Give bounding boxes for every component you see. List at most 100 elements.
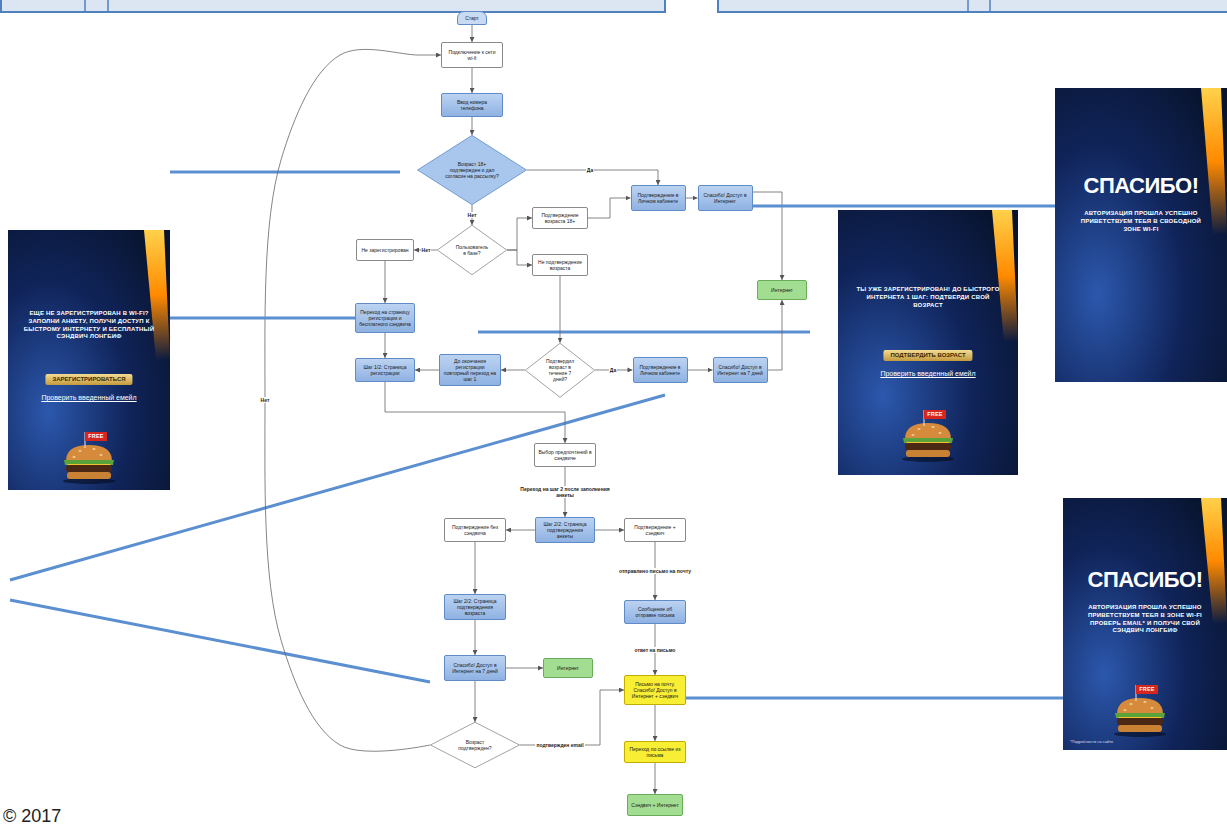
box-text: Шаг 2/2: Страница подтверждения анкеты xyxy=(539,521,591,539)
footnote: *Подробности на сайте xyxy=(1070,740,1220,745)
burger-illustration xyxy=(63,432,115,484)
flow-arrow xyxy=(472,117,473,135)
screen-button: ПОДТВЕРДИТЬ ВОЗРАСТ xyxy=(883,350,972,361)
process-box: Сообщение об отправке письма xyxy=(624,600,686,624)
flow-arrow xyxy=(385,382,565,443)
decision-diamond: Пользователь в базе? xyxy=(437,225,507,275)
box-text: Выбор предпочтений в сэндвиче xyxy=(538,449,592,461)
process-box: Письмо на почту. Спасибо! Доступ в Интер… xyxy=(624,675,686,705)
screen-stripe xyxy=(1201,88,1227,235)
decision-text: Подтвердил возраст в течение 7 дней? xyxy=(542,358,578,382)
header-divider xyxy=(989,0,991,12)
box-text: Не подтверждение возраста xyxy=(536,259,584,271)
leader-line xyxy=(10,395,665,580)
diamond-outline xyxy=(430,722,519,768)
flow-arrow xyxy=(265,49,441,751)
process-box: Спасибо! Доступ в Интернет на 7 дней xyxy=(713,357,768,383)
flow-arrow xyxy=(595,530,624,531)
edge-label: Да xyxy=(586,167,594,173)
screen-heading: СПАСИБО! xyxy=(1061,174,1221,198)
leader-line xyxy=(170,171,400,174)
leader-line xyxy=(170,317,355,320)
decision-diamond: Возраст подтвержден? xyxy=(430,722,520,768)
process-box: Подтверждение в Личном кабинете xyxy=(633,357,688,383)
edge-label: Нет xyxy=(260,397,271,403)
box-text: Спасибо! Доступ в Интернет на 7 дней xyxy=(448,662,502,674)
flag-text: FREE xyxy=(85,432,107,441)
decision-diamond: Возраст 18+ подтвержден и дал согласие н… xyxy=(417,135,527,205)
flow-arrow xyxy=(415,370,439,371)
process-box: Ввод номера телефона xyxy=(441,93,503,117)
screen-link: Проверить введенный емейл xyxy=(14,394,164,402)
process-box: До окончания регистрации повторный перех… xyxy=(439,354,501,386)
box-text: Спасибо! Доступ в Интернет на 7 дней xyxy=(717,364,764,376)
edge-label: подтвержден email xyxy=(535,742,584,748)
screen-stripe xyxy=(144,230,170,360)
box-text: Спасибо! Доступ в Интернет xyxy=(702,192,749,204)
flow-arrow xyxy=(655,763,656,794)
flow-arrow xyxy=(506,530,535,531)
flow-arrow xyxy=(520,690,624,745)
header-bar xyxy=(718,0,1227,12)
screen-mockup: ЕЩЕ НЕ ЗАРЕГИСТРИРОВАН В WI-FI? ЗАПОЛНИ … xyxy=(8,230,170,490)
process-box: Подключение к сети wi-fi xyxy=(441,42,503,68)
process-box: Переход на страницу регистрации и беспла… xyxy=(355,303,415,333)
box-text: Подтверждение возраста 18+ xyxy=(536,212,584,224)
flow-arrow xyxy=(501,369,525,370)
screen-stripe xyxy=(992,210,1018,342)
screen-text: АВТОРИЗАЦИЯ ПРОШЛА УСПЕШНО ПРИВЕТСТВУЕМ … xyxy=(1079,210,1203,233)
box-text: Подтверждение + сэндвич xyxy=(628,524,682,536)
decision-text: Возраст подтвержден? xyxy=(452,739,499,751)
flow-arrow xyxy=(507,250,532,265)
flag-text: FREE xyxy=(1136,685,1158,694)
leader-line xyxy=(10,600,430,682)
process-box: Шаг 2/2: Страница подтверждения анкеты xyxy=(535,517,595,543)
box-text: Подтверждение без сэндвича xyxy=(448,524,502,536)
edge-label: отправлено письмо на почту xyxy=(618,568,692,574)
process-box: Спасибо! Доступ в Интернет xyxy=(698,185,753,211)
leader-line xyxy=(753,205,1056,208)
box-text: Сообщение об отправке письма xyxy=(628,606,682,618)
process-box: Выбор предпочтений в сэндвиче xyxy=(534,443,596,467)
diamond-outline xyxy=(418,135,527,204)
box-text: Шаг 2/2: Страница подтверждения возраста xyxy=(448,598,502,616)
process-box: Подтверждение + сэндвич xyxy=(624,518,686,542)
process-box: Спасибо! Доступ в Интернет на 7 дней xyxy=(444,655,506,681)
header-divider xyxy=(967,0,969,12)
screen-background xyxy=(1063,498,1227,750)
decision-text: Возраст 18+ подтвержден и дал согласие н… xyxy=(443,161,500,179)
decision-diamond: Подтвердил возраст в течение 7 дней? xyxy=(525,343,595,398)
leader-line xyxy=(478,331,810,334)
screen-mockup: СПАСИБО!АВТОРИЗАЦИЯ ПРОШЛА УСПЕШНО ПРИВЕ… xyxy=(1063,498,1227,750)
edge-label: Нет xyxy=(421,247,432,253)
flow-arrow xyxy=(472,25,473,42)
flow-arrow xyxy=(686,198,698,199)
edge-label: Переход на шаг 2 после заполнения анкеты xyxy=(519,486,611,498)
edge-label: ответ на письмо xyxy=(634,647,677,653)
burger-illustration xyxy=(902,410,954,462)
flow-arrow xyxy=(472,68,473,93)
copyright-note: © 2017 xyxy=(3,806,61,827)
header-bar xyxy=(1,0,665,12)
process-box: Переход по ссылке из письма xyxy=(624,741,686,763)
process-box: Шаг 1/2: Страница регистрации xyxy=(355,358,415,382)
screen-background xyxy=(8,230,170,490)
flow-arrow xyxy=(475,681,476,722)
box-text: Не зарегистрирован xyxy=(361,247,408,253)
burger-illustration xyxy=(1114,685,1166,737)
start-terminal: Старт xyxy=(457,11,487,25)
flow-arrow xyxy=(475,542,476,594)
screen-heading: СПАСИБО! xyxy=(1070,568,1220,592)
screen-background xyxy=(1055,88,1227,382)
box-text: Ввод номера телефона xyxy=(445,99,499,111)
header-divider xyxy=(107,0,109,12)
box-text: Подключение к сети wi-fi xyxy=(445,49,499,61)
screen-button: ЗАРЕГИСТРИРОВАТЬСЯ xyxy=(45,374,132,385)
flag-text: FREE xyxy=(924,410,946,419)
box-text: Переход на страницу регистрации и беспла… xyxy=(359,309,411,327)
box-text: Подтверждение в Личном кабинете xyxy=(637,364,684,376)
flow-arrow xyxy=(385,261,386,303)
start-text: Старт xyxy=(465,15,479,21)
